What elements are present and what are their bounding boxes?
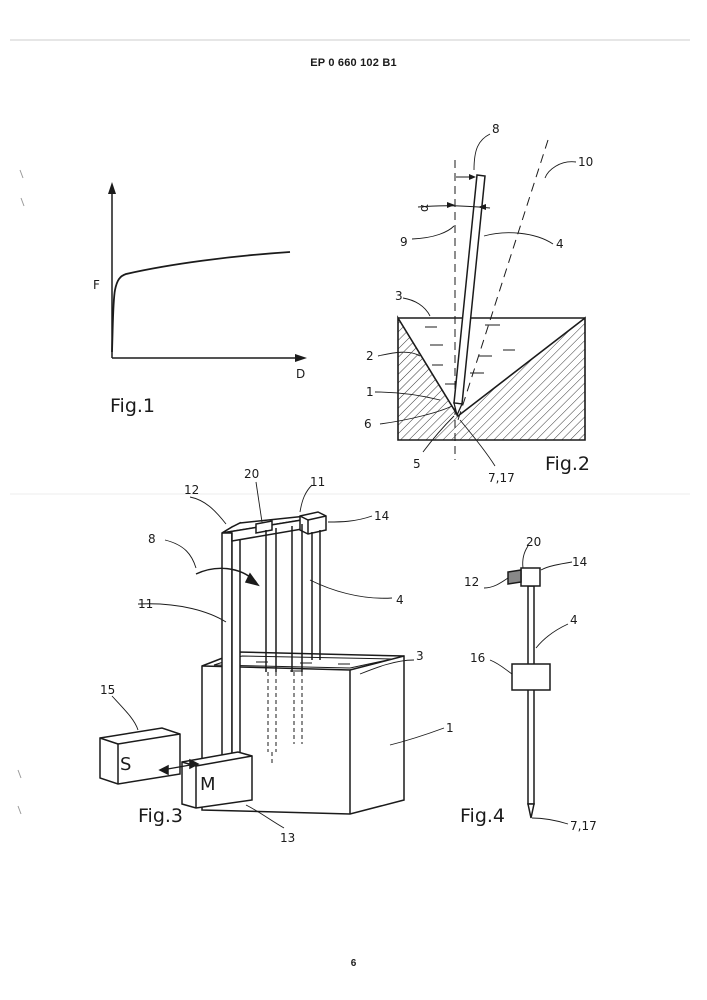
- motor-m-box: [181, 751, 253, 809]
- fig4-label-14: 14: [572, 555, 587, 569]
- fig3-label-14: 14: [374, 509, 389, 523]
- fig3-leaders: [111, 481, 445, 829]
- fig3-caption: Fig.3: [138, 805, 183, 827]
- clamp-20: [255, 520, 273, 534]
- fig2-label-1: 1: [366, 385, 374, 399]
- fig2-caption: Fig.2: [545, 453, 590, 475]
- fig2-label-2: 2: [366, 349, 374, 363]
- fig3-label-3: 3: [416, 649, 424, 663]
- fig3-label-1: 1: [446, 721, 454, 735]
- head-14: [299, 511, 327, 535]
- fig2-label-3: 3: [395, 289, 403, 303]
- fig3-label-8: 8: [148, 532, 156, 546]
- fig3-label-12: 12: [184, 483, 199, 497]
- fig2-label-4: 4: [556, 237, 564, 251]
- fig3-label-11: 11: [138, 597, 153, 611]
- fig4-leaders: [483, 545, 573, 825]
- fig4-label-20: 20: [526, 535, 541, 549]
- figure-4: 20 14 12 4 16 7,17 Fig.4: [460, 535, 597, 833]
- figure-3: 20 11 12 14 8 11 4 3 15 1 13 S M Fig.3: [99, 467, 454, 845]
- figure-2: 8 10 α 9 4 3 2 1 6 5 7,17 Fig.2: [364, 122, 593, 485]
- control-s-label: S: [120, 754, 131, 775]
- page-number: 6: [350, 958, 357, 969]
- fig4-label-4: 4: [570, 613, 578, 627]
- f-axis-label: F: [93, 278, 100, 292]
- fig1-caption: Fig.1: [110, 395, 155, 417]
- clamp-12: [507, 569, 522, 585]
- fig4-label-16: 16: [470, 651, 485, 665]
- fig3-label-15: 15: [100, 683, 115, 697]
- fig2-label-alpha: α: [417, 204, 431, 212]
- electrode-tip: [453, 402, 463, 417]
- electrode-tip-4: [527, 803, 535, 819]
- d-axis-label: D: [296, 367, 305, 381]
- fig2-label-7-17: 7,17: [488, 471, 515, 485]
- fig4-label-12: 12: [464, 575, 479, 589]
- force-displacement-curve: [111, 251, 291, 353]
- head-14: [520, 567, 541, 587]
- collar-16: [511, 663, 551, 691]
- scan-marks: [10, 39, 690, 815]
- fig4-caption: Fig.4: [460, 805, 505, 827]
- fig3-label-11-top: 11: [310, 475, 325, 489]
- figure-1: F D Fig.1: [93, 182, 307, 417]
- fig4-label-7-17: 7,17: [570, 819, 597, 833]
- vessel-section: [397, 315, 586, 441]
- inclined-axis-10: [457, 139, 549, 421]
- frame-post-11: [221, 525, 233, 758]
- fig2-label-9: 9: [400, 235, 408, 249]
- fig2-label-6: 6: [364, 417, 372, 431]
- fig2-leaders: [374, 133, 577, 467]
- fig2-label-10: 10: [578, 155, 593, 169]
- fig2-label-8: 8: [492, 122, 500, 136]
- fig3-label-13: 13: [280, 831, 295, 845]
- fig3-label-20: 20: [244, 467, 259, 481]
- f-axis-arrow: [108, 182, 116, 194]
- liquid-marks: [425, 324, 515, 385]
- electrode-rod-4: [527, 585, 535, 805]
- fig3-label-4: 4: [396, 593, 404, 607]
- electrode-4: [453, 174, 486, 405]
- patent-number-header: EP 0 660 102 B1: [310, 57, 397, 69]
- d-axis-arrow: [295, 354, 307, 362]
- fig2-label-5: 5: [413, 457, 421, 471]
- motor-m-label: M: [200, 774, 216, 795]
- submerged-electrodes: [267, 672, 303, 764]
